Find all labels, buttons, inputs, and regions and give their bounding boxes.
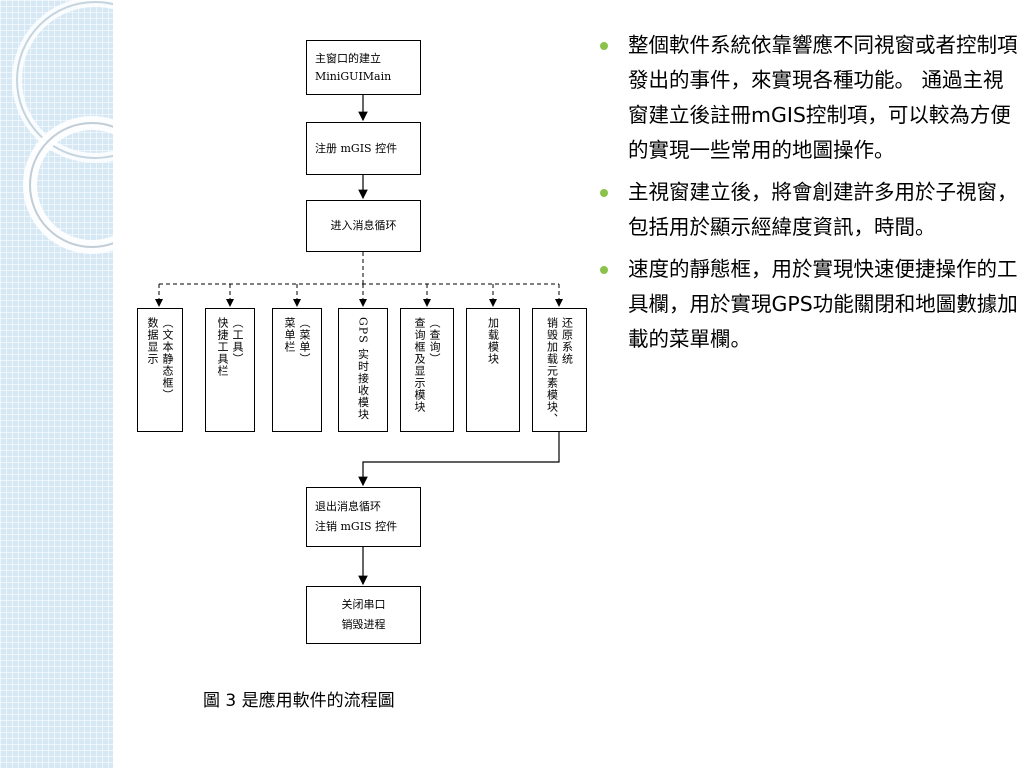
bullet-text: 速度的靜態框，用於實現快速便捷操作的工具欄，用於實現GPS功能關閉和地圖數據加載… xyxy=(628,257,1018,351)
flow-step-text: MiniGUIMain xyxy=(315,69,392,83)
bullet-text: 主視窗建立後，將會創建許多用於子視窗，包括用於顯示經緯度資訊，時間。 xyxy=(628,180,1018,239)
decorative-sidebar xyxy=(0,0,113,768)
bullet-item: 速度的靜態框，用於實現快速便捷操作的工具欄，用於實現GPS功能關閉和地圖數據加載… xyxy=(598,252,1018,357)
flow-step-text: 主窗口的建立 xyxy=(315,51,381,65)
flow-step-message-loop: 进入消息循环 xyxy=(306,200,421,252)
module-gps-receiver: GPS 实时接收模块 xyxy=(338,308,388,432)
module-label: 加载模块 xyxy=(486,317,500,365)
module-label: 查询框及显示模块 xyxy=(413,317,426,413)
decorative-rings-icon xyxy=(12,0,113,254)
bullet-item: 整個軟件系統依靠響應不同視窗或者控制項發出的事件，來實現各種功能。 通過主視窗建… xyxy=(598,28,1018,168)
flow-step-main-window: 主窗口的建立 MiniGUIMain xyxy=(306,40,421,95)
flow-step-text: 注销 mGIS 控件 xyxy=(315,520,398,533)
module-sublabel: （查询） xyxy=(428,317,441,365)
module-sublabel: （工具） xyxy=(231,317,244,365)
bullet-dot-icon xyxy=(600,266,608,274)
module-label: 销毁加载元素模块、 xyxy=(545,317,559,425)
module-destroy-restore: 销毁加载元素模块、 还原系统 xyxy=(532,308,587,432)
flow-step-text: 进入消息循环 xyxy=(330,219,397,232)
module-query-display: 查询框及显示模块 （查询） xyxy=(400,308,454,432)
module-loading: 加载模块 xyxy=(466,308,520,432)
bullet-dot-icon xyxy=(600,42,608,50)
module-label: 菜单栏 xyxy=(283,317,296,353)
module-data-display: 数据显示 （文本静态框） xyxy=(137,308,183,432)
module-label: 数据显示 xyxy=(146,317,159,365)
bullet-item: 主視窗建立後，將會創建許多用於子視窗，包括用於顯示經緯度資訊，時間。 xyxy=(598,175,1018,245)
module-sublabel: （菜单） xyxy=(298,317,311,365)
figure-caption: 圖 3 是應用軟件的流程圖 xyxy=(203,691,395,711)
bullet-list: 整個軟件系統依靠響應不同視窗或者控制項發出的事件，來實現各種功能。 通過主視窗建… xyxy=(598,28,1018,364)
flow-step-register-control: 注册 mGIS 控件 xyxy=(306,122,421,175)
module-label: 快捷工具栏 xyxy=(216,317,229,377)
module-quick-toolbar: 快捷工具栏 （工具） xyxy=(205,308,255,432)
flow-step-close-port: 关闭串口 销毁进程 xyxy=(306,586,421,644)
module-sublabel: （文本静态框） xyxy=(161,317,174,401)
flow-step-text: 销毁进程 xyxy=(341,618,386,631)
flow-step-text: 退出消息循环 xyxy=(315,500,381,513)
bullet-text: 整個軟件系統依靠響應不同視窗或者控制項發出的事件，來實現各種功能。 通過主視窗建… xyxy=(628,33,1018,162)
bullet-dot-icon xyxy=(600,189,608,197)
flow-step-text: 注册 mGIS 控件 xyxy=(315,141,398,155)
flow-step-exit-loop: 退出消息循环 注销 mGIS 控件 xyxy=(306,487,421,547)
flow-step-text: 关闭串口 xyxy=(341,598,386,611)
module-label: GPS 实时接收模块 xyxy=(356,317,370,421)
module-menu-bar: 菜单栏 （菜单） xyxy=(272,308,322,432)
module-sublabel: 还原系统 xyxy=(560,317,574,365)
